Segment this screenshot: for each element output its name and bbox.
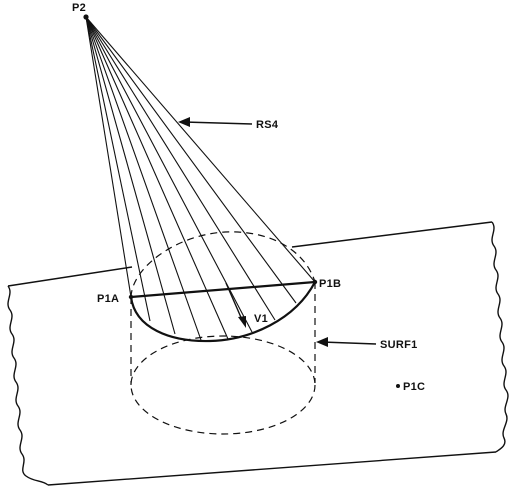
ruling-line — [85, 16, 229, 340]
point-p1a-marker — [128, 294, 134, 300]
plane-right-break-edge — [491, 221, 509, 453]
plane-left-break-edge — [7, 285, 49, 486]
plane-back-edge-left — [7, 266, 133, 287]
rs4-leader-line — [183, 121, 253, 125]
vector-v1 — [225, 282, 246, 328]
ruling-line — [85, 16, 151, 322]
lower-ellipse — [130, 335, 316, 435]
plane-back-edge-right — [291, 221, 493, 248]
ruling-line — [85, 16, 202, 341]
vector-v1-shaft — [225, 282, 244, 323]
label-surf1: SURF1 — [380, 339, 418, 351]
surface-plane — [7, 221, 509, 486]
ruling-line — [85, 16, 297, 304]
vector-v1-arrowhead — [238, 316, 246, 328]
point-p2-marker — [83, 14, 89, 20]
leader-surf1 — [316, 337, 377, 347]
surf1-leader-line — [321, 341, 377, 345]
cone-base — [129, 280, 316, 343]
ruling-line — [85, 16, 253, 333]
label-p2: P2 — [72, 2, 86, 14]
ruling-lines — [85, 16, 316, 341]
chord-p1a-p1b — [130, 280, 316, 299]
ruling-line — [85, 16, 176, 335]
ruling-line — [85, 16, 316, 283]
upper-ellipse-back-arc — [130, 231, 316, 298]
label-p1a: P1A — [97, 293, 119, 305]
rs4-leader-arrowhead — [178, 117, 190, 127]
label-p1c: P1C — [403, 381, 425, 393]
ruling-line — [85, 16, 276, 321]
lower-arc-p1a-p1b — [129, 281, 316, 343]
label-p1b: P1B — [319, 278, 341, 290]
surf1-leader-arrowhead — [316, 337, 328, 347]
ruling-line — [85, 16, 132, 298]
point-p1b-marker — [312, 279, 318, 285]
hidden-cylinder — [130, 231, 316, 435]
label-v1: V1 — [254, 313, 268, 325]
plane-front-edge — [47, 451, 497, 486]
label-rs4: RS4 — [256, 119, 279, 131]
point-p1c-marker — [396, 384, 400, 388]
leader-rs4 — [178, 117, 253, 127]
